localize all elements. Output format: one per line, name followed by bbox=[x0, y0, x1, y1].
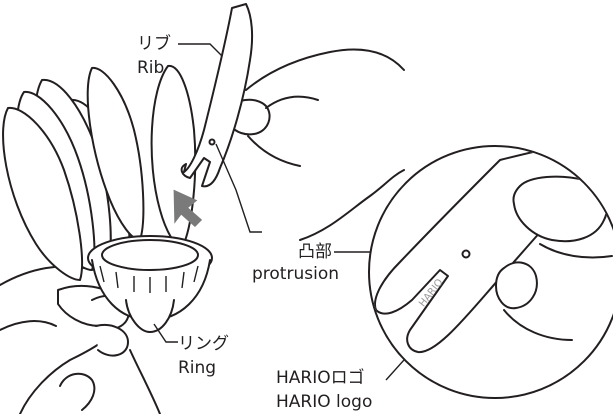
label-protrusion-jp: 凸部 bbox=[298, 242, 332, 262]
hand-holding-rib bbox=[226, 49, 404, 240]
label-protrusion-en: protrusion bbox=[252, 264, 339, 284]
label-ring-jp: リング bbox=[178, 334, 229, 354]
magnified-detail bbox=[369, 140, 613, 398]
label-rib-jp: リブ bbox=[137, 34, 171, 54]
label-ring-en: Ring bbox=[178, 358, 216, 378]
label-logo-jp: HARIOロゴ bbox=[276, 368, 365, 388]
label-logo-en: HARIO logo bbox=[276, 392, 372, 412]
step-number-partial bbox=[60, 374, 94, 410]
leader-lines bbox=[154, 44, 416, 380]
label-rib-en: Rib bbox=[137, 58, 164, 78]
